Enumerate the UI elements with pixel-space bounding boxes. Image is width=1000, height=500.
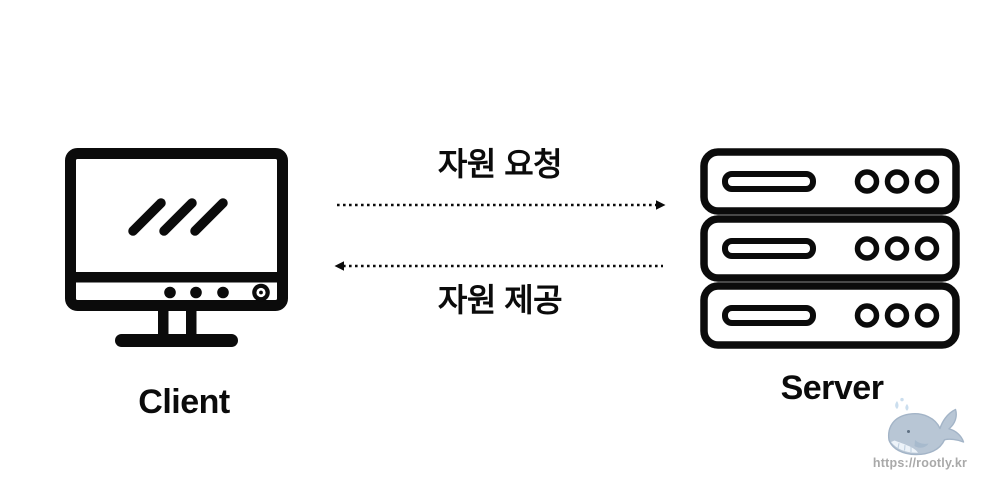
monitor-icon (65, 148, 288, 347)
monitor-frame (65, 148, 288, 311)
monitor-stand (115, 303, 238, 347)
whale-belly-ridges (897, 443, 912, 452)
watermark-url: https://rootly.kr (872, 456, 968, 470)
monitor-separator (73, 272, 281, 283)
server-unit (700, 282, 960, 349)
dotted-arrow-left-icon (334, 261, 663, 271)
client-label: Client (138, 383, 230, 421)
provide-label: 자원 제공 (437, 282, 563, 318)
server-stack-icon (700, 148, 960, 349)
whale-eye (907, 430, 910, 433)
dotted-arrow-right-icon (337, 200, 666, 210)
monitor-buttons (164, 286, 229, 299)
power-button-icon (252, 283, 270, 302)
server-label: Server (780, 369, 884, 407)
server-unit (700, 148, 960, 215)
connection-arrows (334, 200, 666, 271)
whale-body (887, 408, 965, 456)
screen-slashes-icon (128, 198, 228, 236)
server-unit (700, 215, 960, 282)
whale-spout (895, 397, 909, 411)
whale-icon (887, 397, 965, 456)
request-label: 자원 요청 (437, 146, 563, 182)
whale-flipper (914, 440, 929, 448)
